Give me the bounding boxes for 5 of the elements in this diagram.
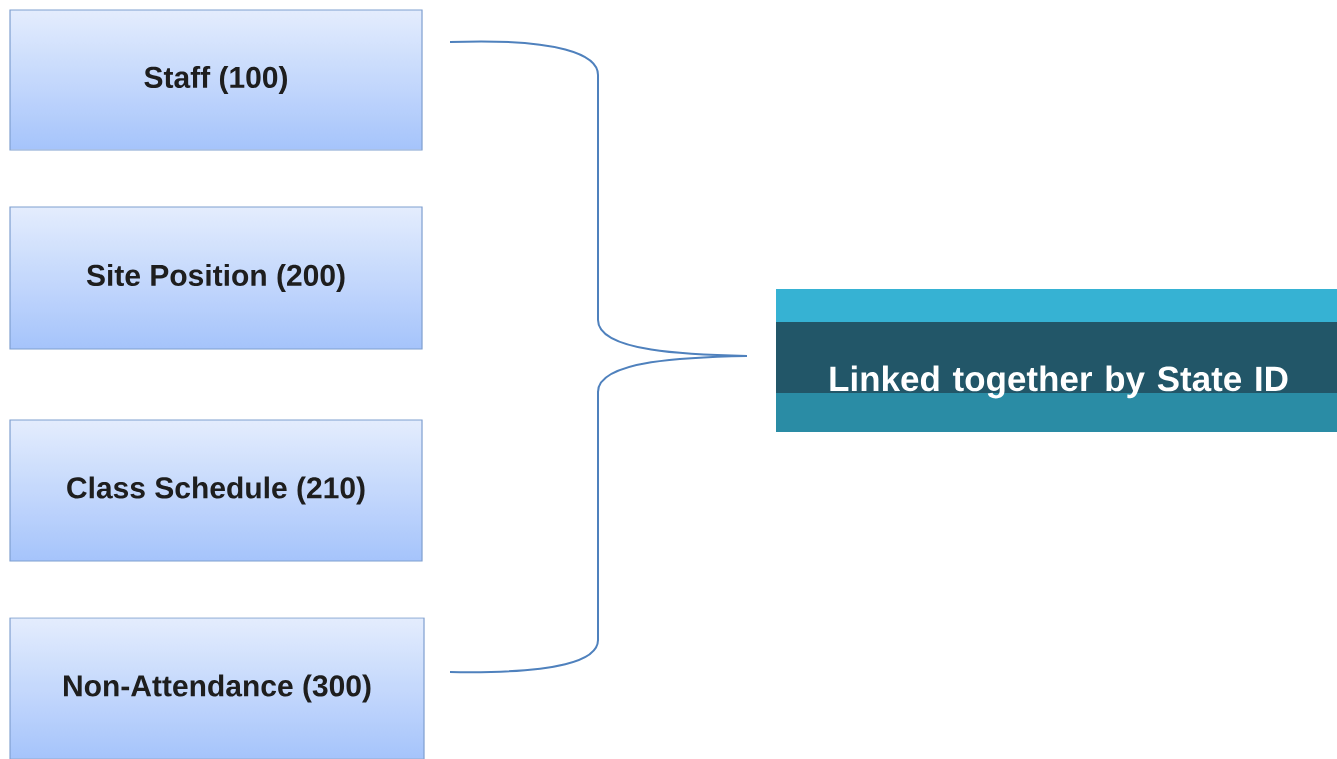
table-box: Staff (100) [9,9,423,151]
table-box: Class Schedule (210) [9,419,423,562]
banner-box: Linked together by State ID [776,289,1337,432]
table-box: Non-Attendance (300) [9,617,425,759]
table-box: Site Position (200) [9,206,423,350]
